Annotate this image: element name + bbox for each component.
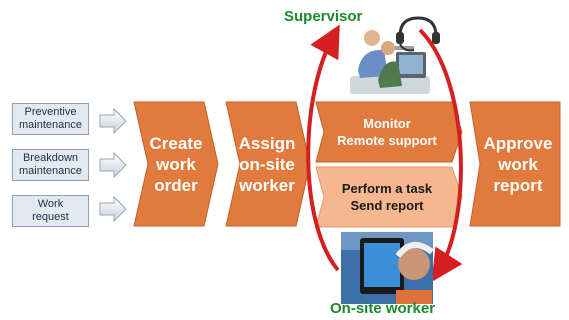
input-arrow [99,195,127,223]
step-create-work-order: Create work order [149,133,203,195]
step-perform-task-send-report: Perform a task Send report [341,181,433,213]
monitor-step-shape [315,101,463,163]
approve-step-shape [469,101,561,227]
step-monitor-remote-support: Monitor Remote support [337,116,437,148]
step-approve-work-report: Approve work report [483,133,553,195]
input-work-request: Work request [12,195,89,227]
step-assign-on-site-worker: Assign on-site worker [238,133,296,195]
worker-with-tablet-icon [341,232,434,304]
input-arrow [99,151,127,179]
create-step-shape [133,101,219,227]
perform-step-shape [315,166,463,228]
onsite-worker-label: On-site worker [330,300,436,317]
input-preventive-maintenance: Preventive maintenance [12,103,89,135]
loop-arrow-down [418,28,463,283]
headset-icon [396,16,440,52]
supervisor-label: Supervisor [284,8,363,25]
supervisor-at-computer-icon [350,30,430,94]
input-breakdown-maintenance: Breakdown maintenance [12,149,89,181]
assign-step-shape [225,101,311,227]
loop-arrow-up [306,24,340,272]
input-arrow [99,107,127,135]
